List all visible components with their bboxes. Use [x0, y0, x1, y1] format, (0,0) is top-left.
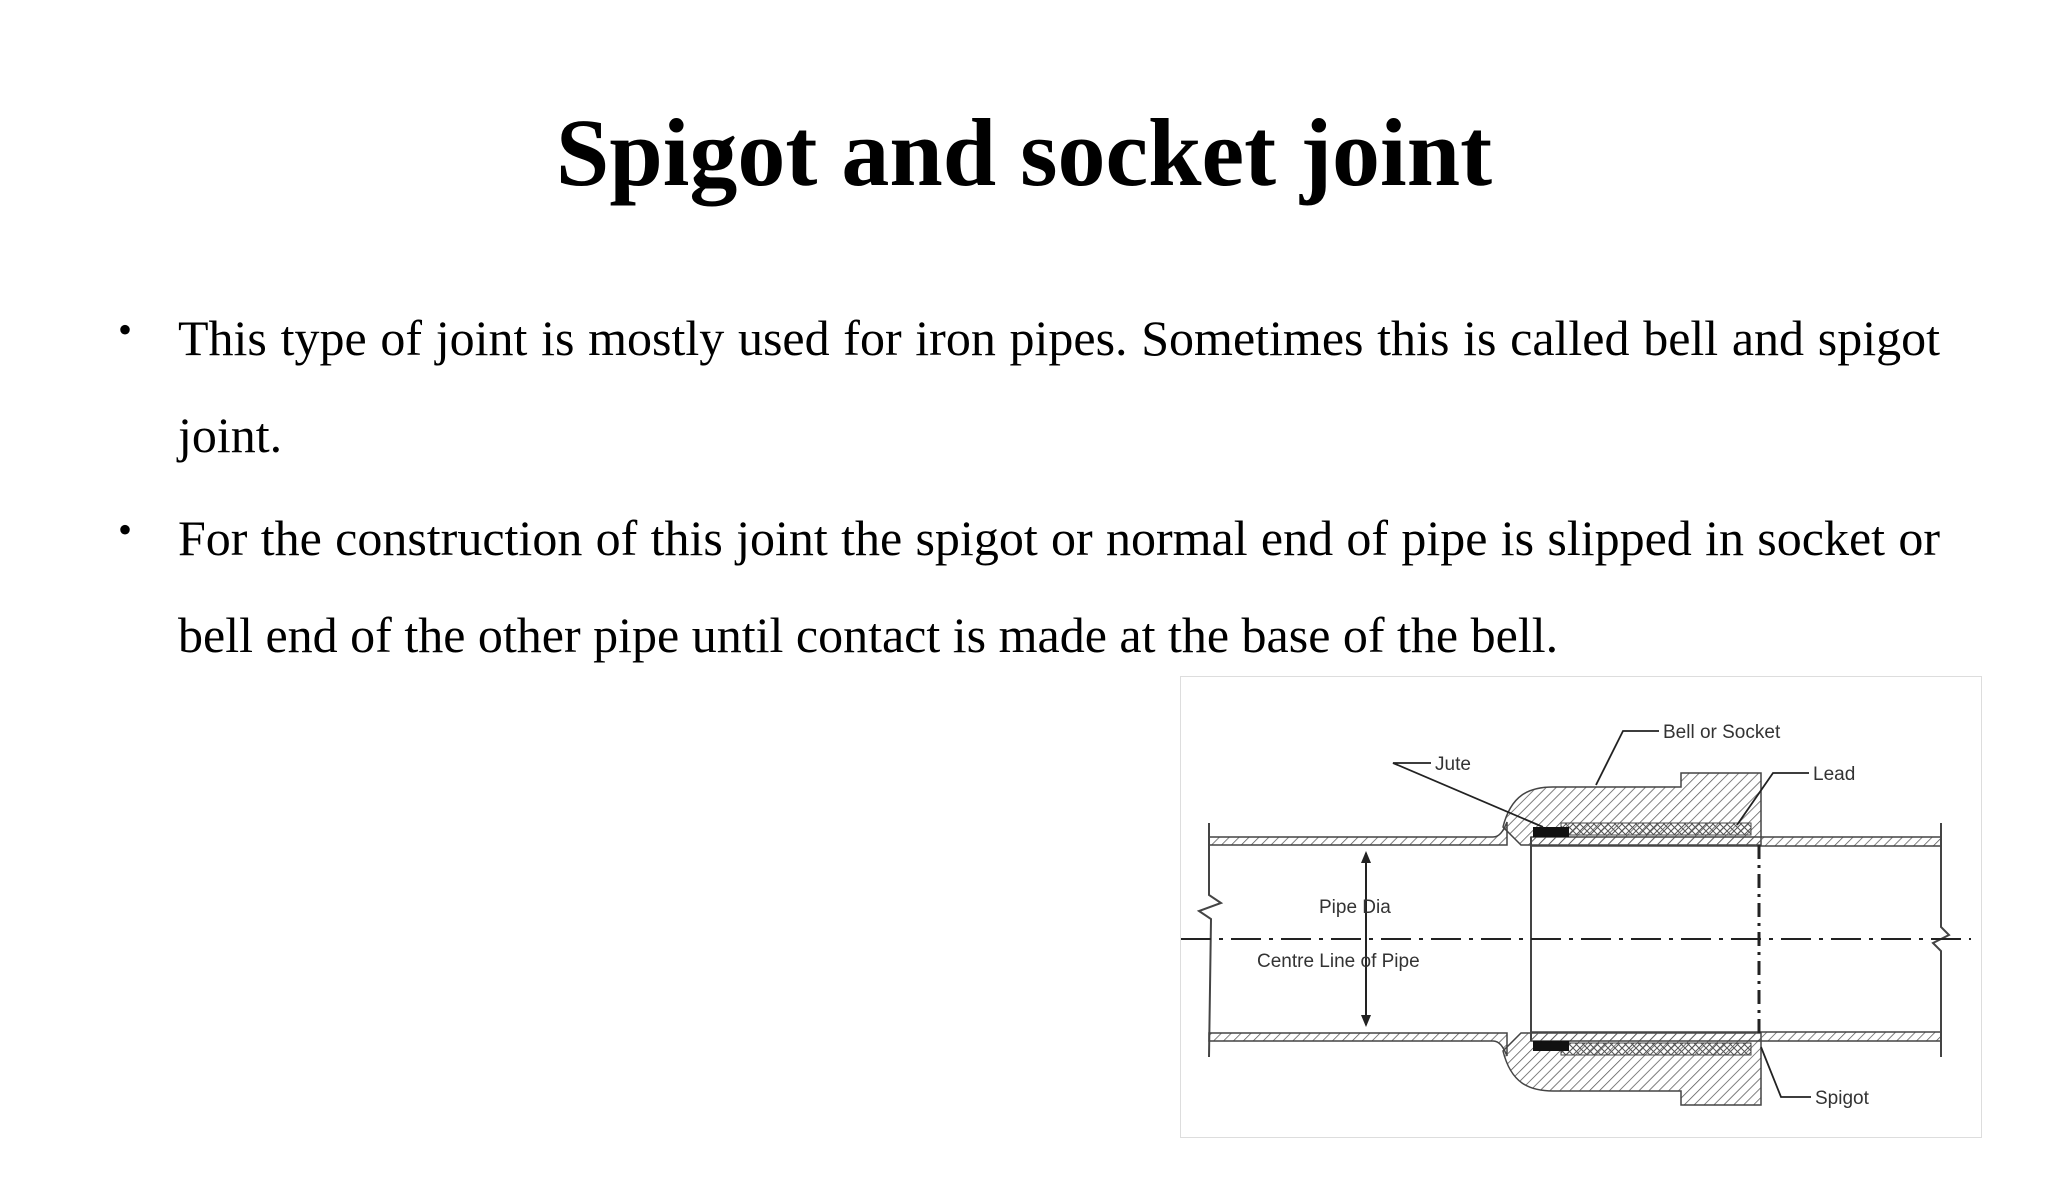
left-pipe-top-wall	[1208, 821, 1508, 846]
spigot-top-wall	[1530, 836, 1942, 847]
pipe-dia-arrow-head-top	[1361, 851, 1371, 863]
left-break	[1196, 823, 1224, 1058]
jute-leader	[1392, 762, 1544, 828]
bullet-text: This type of joint is mostly used for ir…	[178, 310, 1940, 463]
centre-line-label: Centre Line of Pipe	[1257, 951, 1420, 972]
bell-label: Bell or Socket	[1663, 722, 1781, 743]
bullet-item: • This type of joint is mostly used for …	[118, 290, 1940, 484]
spigot-leader	[1760, 1046, 1811, 1098]
bell-leader	[1595, 730, 1659, 786]
left-pipe-bottom-wall	[1208, 1032, 1508, 1057]
bullet-icon: •	[118, 507, 133, 552]
jute-label: Jute	[1435, 754, 1471, 775]
slide-title: Spigot and socket joint	[555, 99, 1493, 206]
lead-label: Lead	[1813, 764, 1855, 785]
spigot-bottom-wall	[1530, 1031, 1942, 1042]
bullet-text: For the construction of this joint the s…	[178, 510, 1940, 663]
lead-top	[1560, 822, 1752, 836]
joint-diagram-svg: Bell or Socket Jute Lead Pipe Dia Centre…	[1181, 722, 1971, 1109]
jute-top	[1533, 827, 1569, 837]
bullet-list: • This type of joint is mostly used for …	[0, 290, 2048, 690]
bullet-item: • For the construction of this joint the…	[118, 490, 1940, 684]
lead-bottom	[1560, 1042, 1752, 1056]
bullet-icon: •	[118, 307, 133, 352]
spigot-label: Spigot	[1815, 1088, 1870, 1109]
jute-bottom	[1533, 1041, 1569, 1051]
pipe-dia-label: Pipe Dia	[1319, 897, 1391, 918]
pipe-dia-arrow-head-bottom	[1361, 1015, 1371, 1027]
lead-leader	[1736, 772, 1809, 826]
joint-diagram: Bell or Socket Jute Lead Pipe Dia Centre…	[1180, 676, 1982, 1138]
